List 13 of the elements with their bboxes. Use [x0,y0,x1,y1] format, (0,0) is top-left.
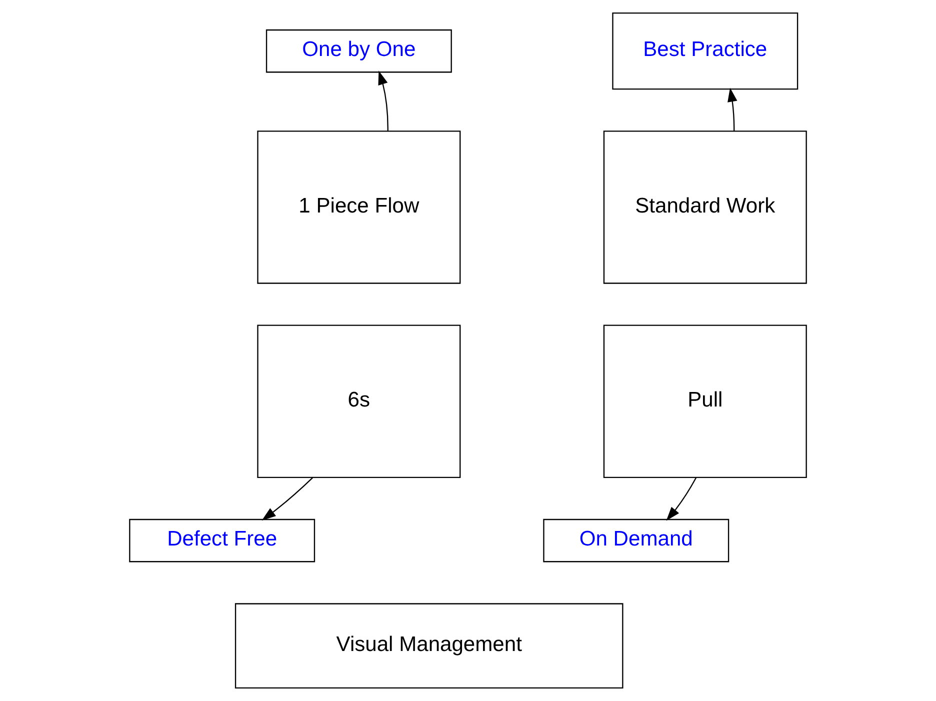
node-box: Standard Work [603,130,807,284]
node-box: 6s [257,324,461,478]
arrow [378,70,388,131]
arrow [666,478,697,521]
node-box: Visual Management [234,603,624,689]
node-box: On Demand [543,518,730,562]
node-box: 1 Piece Flow [257,130,461,284]
arrow [262,477,313,520]
node-box: Pull [603,324,807,478]
node-box: Best Practice [612,12,798,90]
node-box: Defect Free [129,518,316,562]
node-box: One by One [266,29,452,73]
arrow [728,88,738,132]
